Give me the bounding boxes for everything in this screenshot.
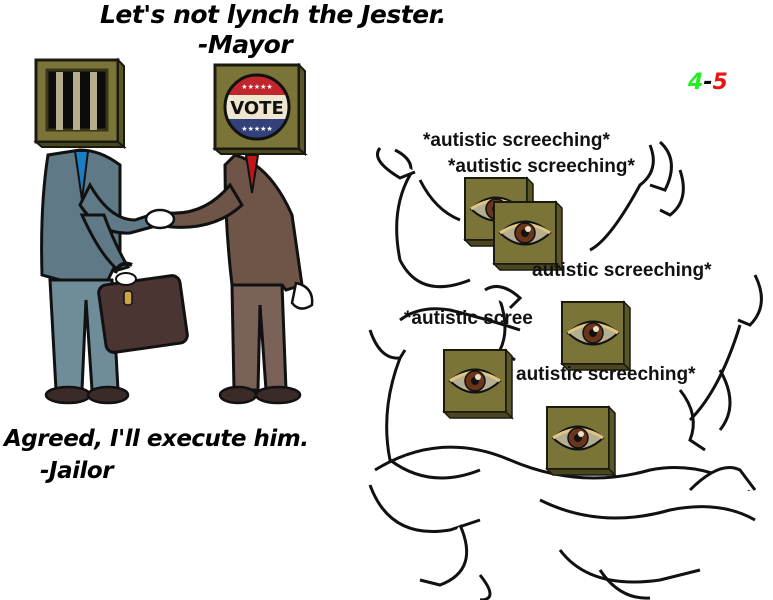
mayor-author: -Mayor <box>198 30 293 59</box>
screech-label: *autistic scree <box>404 308 533 329</box>
jailor-figure <box>40 148 154 405</box>
score-win: 4 <box>688 70 704 95</box>
svg-text:★★★★★: ★★★★★ <box>241 83 272 91</box>
screech-label: autistic screeching* <box>516 364 696 385</box>
screech-label: *autistic screeching* <box>448 156 635 177</box>
mayor-figure <box>144 153 314 405</box>
jailor-author: -Jailor <box>40 458 114 484</box>
screech-label: autistic screeching* <box>532 260 712 281</box>
screech-label: *autistic screeching* <box>423 130 610 151</box>
vote-badge-text: VOTE <box>230 98 284 119</box>
mayor-quote: Let's not lynch the Jester. <box>100 0 446 29</box>
jailor-quote: Agreed, I'll execute him. <box>4 426 309 452</box>
score-loss: 5 <box>712 70 728 95</box>
score-separator: - <box>703 70 713 95</box>
screeching-crowd <box>360 130 773 600</box>
eye-icon <box>492 200 564 272</box>
svg-text:★★★★★: ★★★★★ <box>241 125 272 133</box>
eye-icon <box>560 300 632 372</box>
jail-bars-icon <box>33 57 127 150</box>
eye-icon <box>545 405 617 477</box>
vote-badge-icon: VOTE ★★★★★ ★★★★★ <box>212 62 308 157</box>
score-counter: 4-5 <box>688 70 728 95</box>
handshake-illustration: VOTE ★★★★★ ★★★★★ <box>20 55 330 415</box>
briefcase-icon <box>97 261 189 354</box>
eye-icon <box>442 348 514 420</box>
